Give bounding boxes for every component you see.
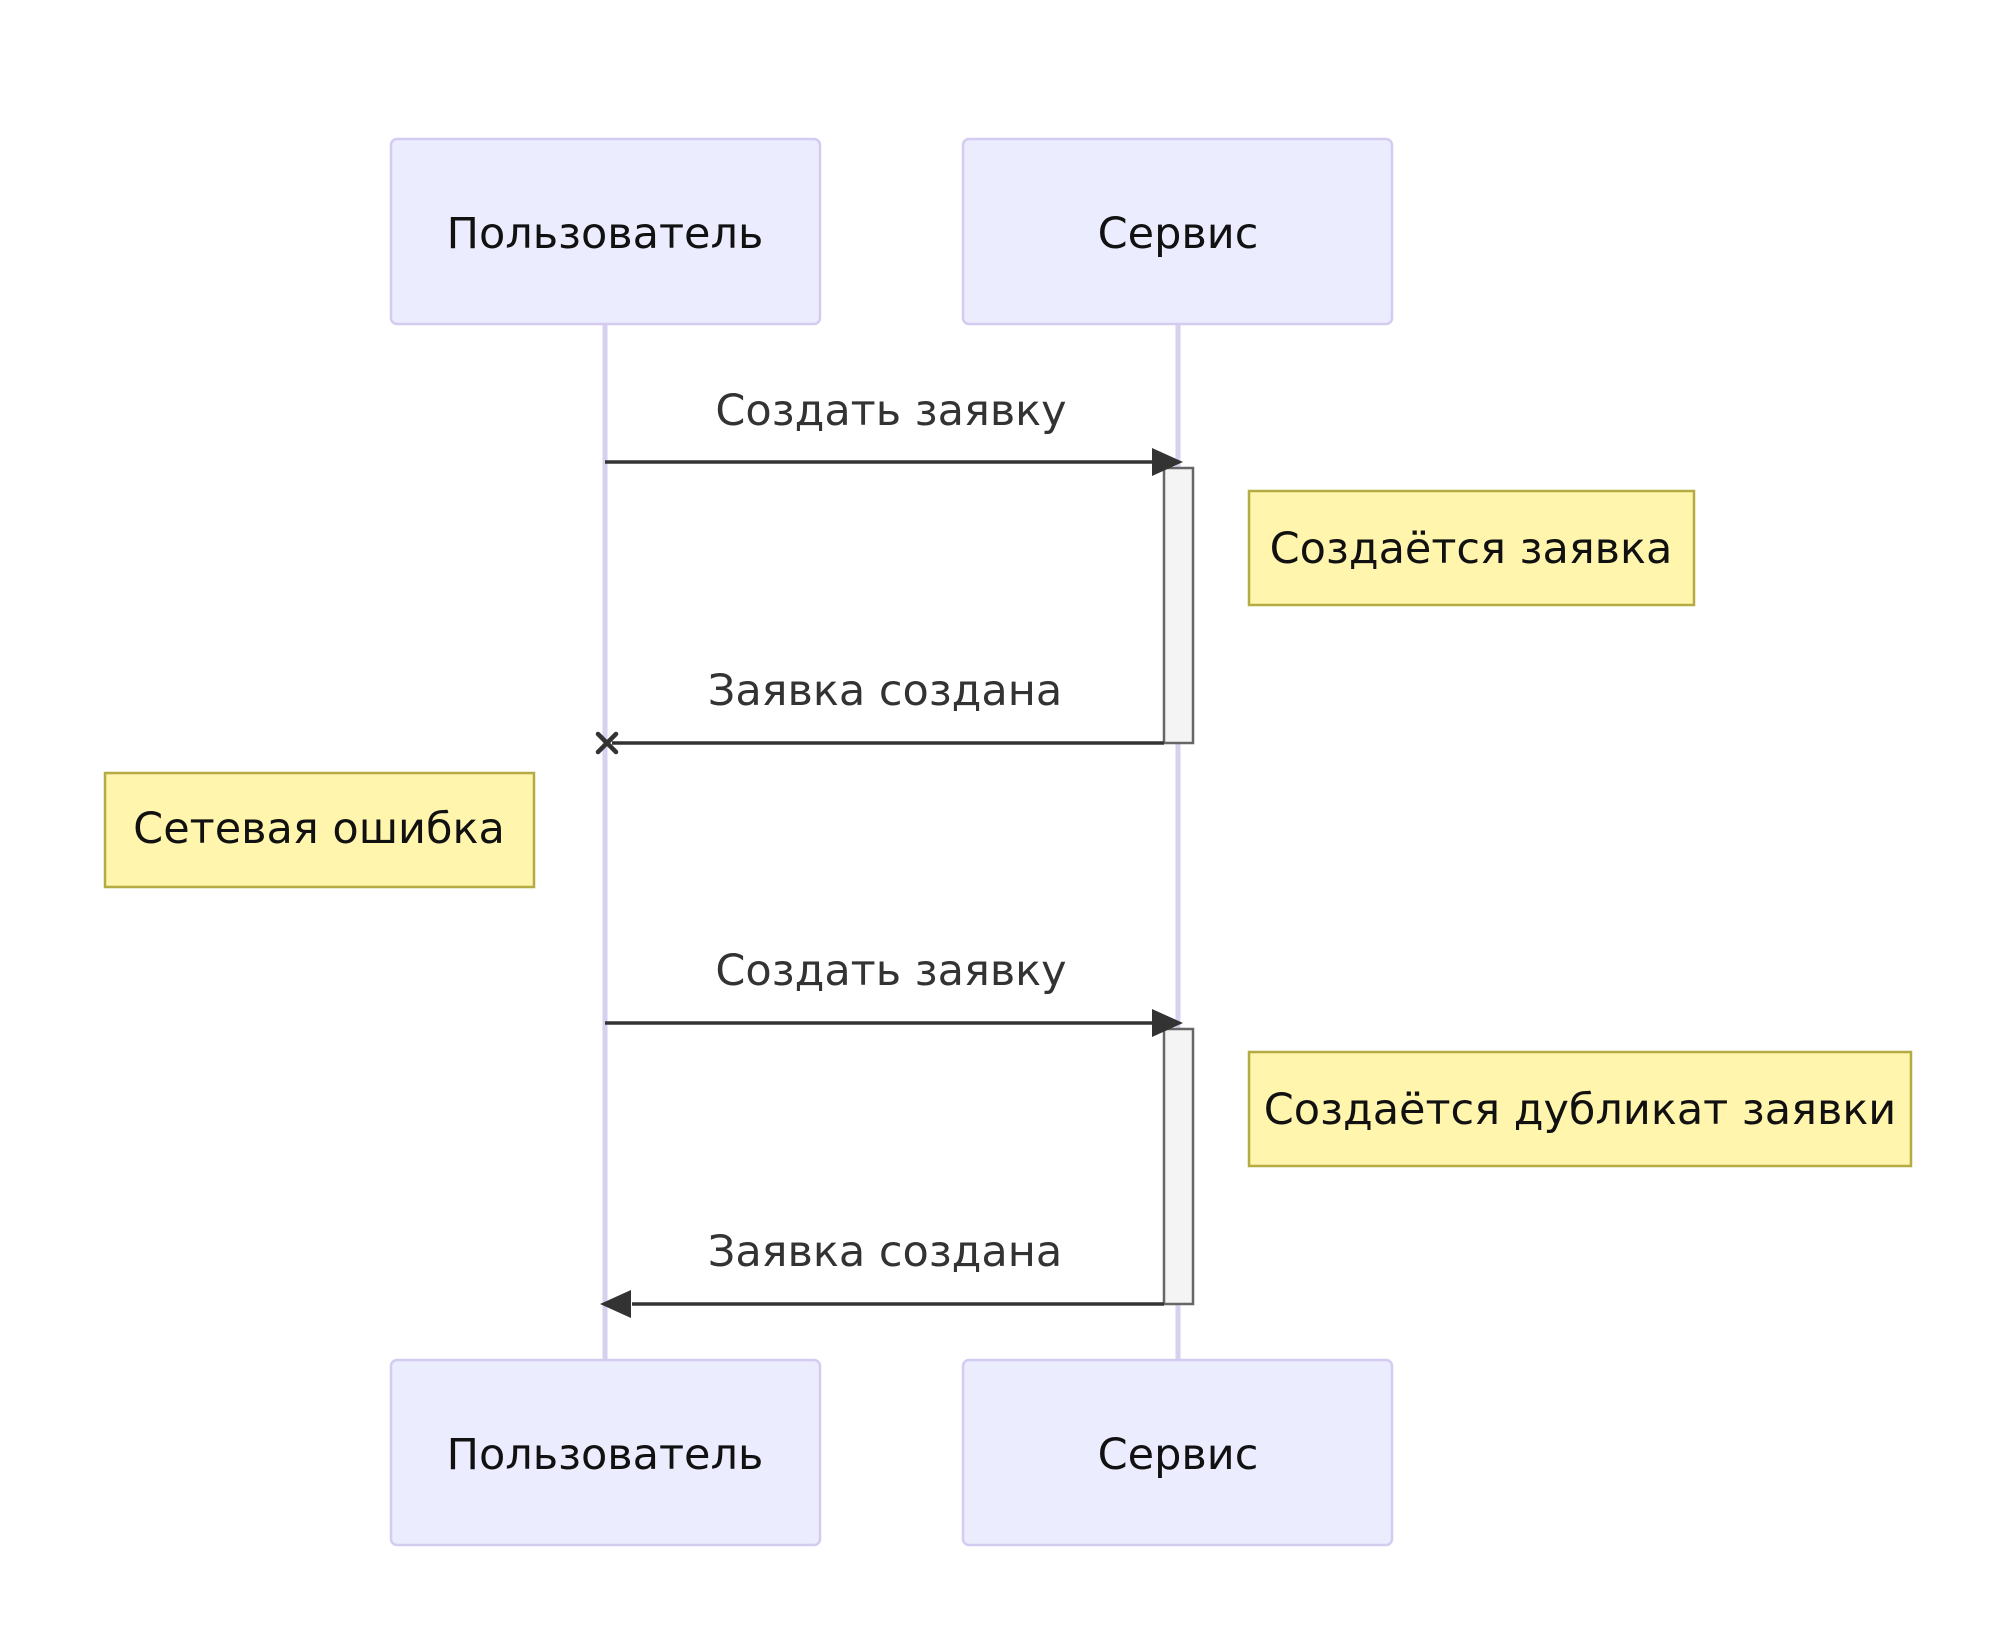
note-label: Создаётся дубликат заявки	[1264, 1085, 1896, 1135]
note-network-error: Сетевая ошибка	[103, 771, 536, 889]
message-label: Заявка создана	[708, 666, 1062, 716]
message-request-created-delivered: Заявка создана	[600, 1227, 1164, 1318]
arrowhead-right-icon	[1152, 448, 1183, 476]
cross-icon	[595, 731, 619, 755]
message-label: Заявка создана	[708, 1227, 1062, 1277]
actor-service-bottom-label: Сервис	[1098, 1430, 1259, 1480]
note-label: Создаётся заявка	[1270, 524, 1673, 574]
actor-service-top: Сервис	[961, 137, 1394, 326]
note-request-created: Создаётся заявка	[1247, 489, 1696, 607]
message-label: Создать заявку	[715, 386, 1066, 436]
actor-service-top-label: Сервис	[1098, 209, 1259, 259]
actor-user-bottom: Пользователь	[389, 1358, 822, 1547]
message-request-created-lost: Заявка создана	[595, 666, 1164, 755]
activation-bar-2	[1162, 1027, 1195, 1306]
arrowhead-left-icon	[600, 1290, 631, 1318]
message-create-request-2: Создать заявку	[605, 946, 1183, 1037]
actor-service-bottom: Сервис	[961, 1358, 1394, 1547]
activation-bar-1	[1162, 466, 1195, 745]
actor-user-top-label: Пользователь	[447, 209, 764, 259]
note-label: Сетевая ошибка	[133, 804, 505, 854]
actor-user-bottom-label: Пользователь	[447, 1430, 764, 1480]
actor-user-top: Пользователь	[389, 137, 822, 326]
note-duplicate-created: Создаётся дубликат заявки	[1247, 1050, 1913, 1168]
message-label: Создать заявку	[715, 946, 1066, 996]
message-create-request-1: Создать заявку	[605, 386, 1183, 476]
arrowhead-right-icon	[1152, 1009, 1183, 1037]
